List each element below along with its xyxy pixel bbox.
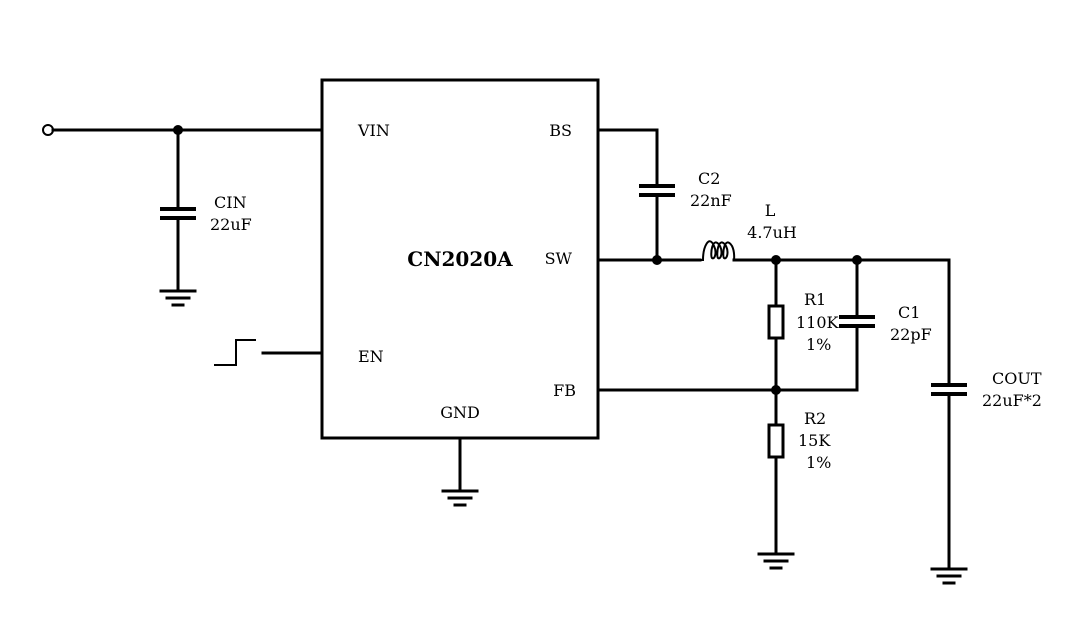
pin-label-vin: VIN	[357, 121, 390, 140]
sw-junction	[652, 255, 662, 265]
cout-ground-icon	[930, 567, 968, 585]
r2-ref: R2	[804, 409, 826, 428]
en-step-signal-icon	[214, 339, 256, 366]
r2-resistor	[767, 423, 785, 459]
r1-ref: R1	[804, 290, 826, 309]
cin-ground-icon	[159, 289, 197, 307]
r1-value: 110K	[796, 313, 840, 332]
l-ref: L	[765, 201, 776, 220]
pin-label-sw: SW	[545, 249, 573, 268]
cout-ref: COUT	[992, 369, 1042, 388]
cin-ref: CIN	[214, 193, 247, 212]
r1-resistor	[767, 304, 785, 340]
bs-wire	[596, 128, 659, 187]
cin-capacitor	[160, 128, 196, 292]
r1-tolerance: 1%	[806, 335, 831, 354]
chip-name: CN2020A	[407, 247, 513, 271]
c2-ref: C2	[698, 169, 720, 188]
cin-value: 22uF	[210, 215, 252, 234]
inductor-coil-icon	[700, 240, 736, 261]
r2-ground-icon	[757, 552, 795, 570]
c2-capacitor	[639, 184, 675, 262]
pin-label-gnd: GND	[440, 403, 480, 422]
c2-value: 22nF	[690, 191, 732, 210]
pin-label-en: EN	[358, 347, 384, 366]
vout-junction-c1	[852, 255, 862, 265]
pin-label-bs: BS	[549, 121, 572, 140]
r2-value: 15K	[798, 431, 831, 450]
c1-value: 22pF	[890, 325, 932, 344]
cout-value: 22uF*2	[982, 391, 1042, 410]
fb-junction	[771, 385, 781, 395]
c1-capacitor	[839, 258, 875, 392]
cout-capacitor	[931, 258, 967, 570]
l-value: 4.7uH	[747, 223, 797, 242]
chip-ground-icon	[441, 489, 479, 507]
r2-tolerance: 1%	[806, 453, 831, 472]
pin-label-fb: FB	[553, 381, 576, 400]
vout-junction-r1	[771, 255, 781, 265]
c1-ref: C1	[898, 303, 920, 322]
